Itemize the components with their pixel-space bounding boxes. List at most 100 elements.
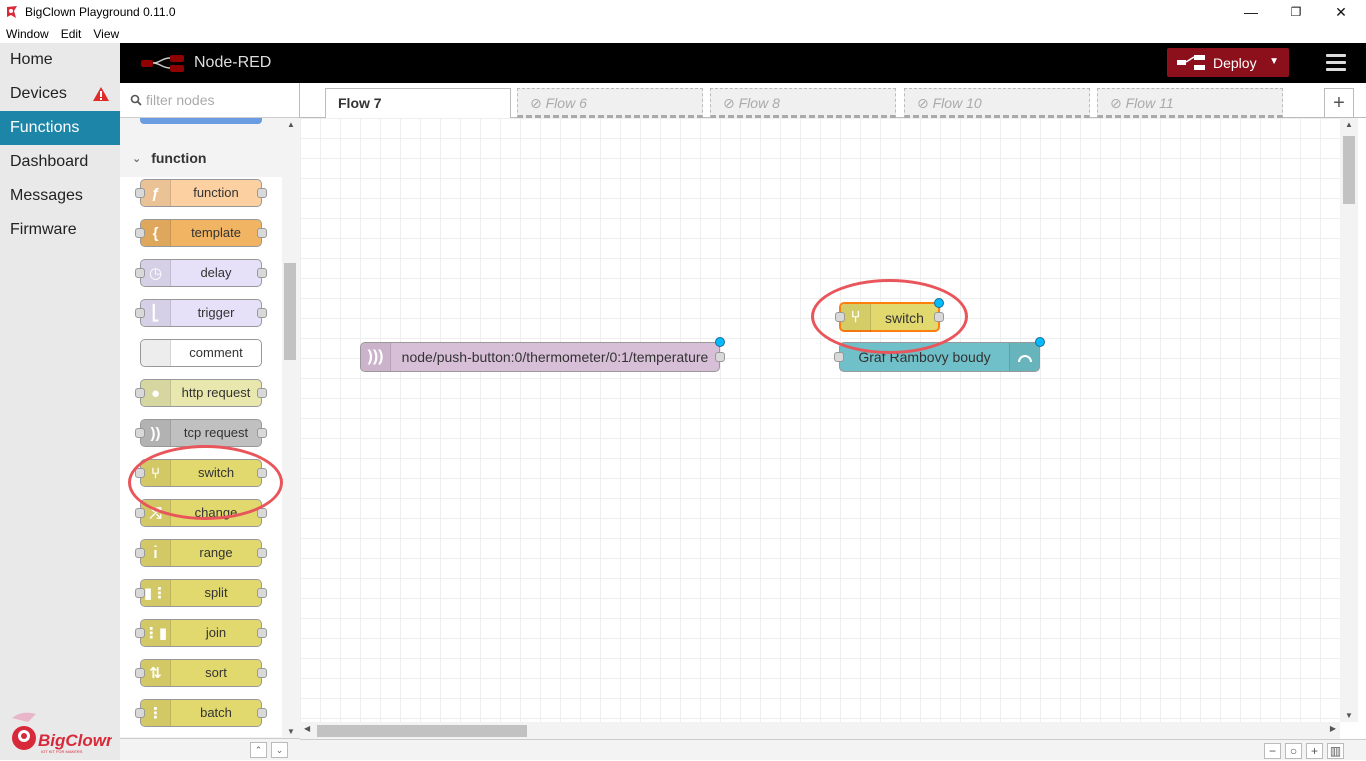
add-flow-button[interactable]: +	[1324, 88, 1354, 118]
workspace-node-mqtt-in[interactable]: ))) node/push-button:0/thermometer/0:1/t…	[360, 337, 725, 372]
app-sidebar: Home Devices Functions Dashboard Message…	[0, 43, 120, 760]
nav-item-functions[interactable]: Functions	[0, 111, 120, 145]
menu-icon[interactable]	[1326, 54, 1346, 72]
nav-item-messages[interactable]: Messages	[0, 179, 120, 213]
zoom-reset-button[interactable]: ○	[1285, 743, 1302, 759]
nav-item-devices[interactable]: Devices	[0, 77, 120, 111]
palette-node-trigger[interactable]: ⎣trigger	[135, 299, 267, 327]
minimize-button[interactable]: —	[1228, 0, 1274, 24]
workspace-vertical-thumb[interactable]	[1343, 136, 1355, 204]
workspace-node-switch[interactable]: ⑂ switch	[835, 298, 944, 332]
palette-scrollbar[interactable]: ▲ ▼	[282, 118, 300, 738]
maximize-icon: ❐	[1290, 5, 1302, 19]
zoom-in-button[interactable]: +	[1306, 743, 1323, 759]
menu-view[interactable]: View	[93, 26, 120, 41]
palette-node-icon: ⑂	[141, 460, 171, 486]
filter-nodes-input[interactable]: filter nodes	[120, 83, 299, 118]
tab-flow-8[interactable]: ⊘ Flow 8	[710, 88, 896, 118]
palette-node-tcp-request[interactable]: ))tcp request	[135, 419, 267, 447]
minus-icon: −	[1268, 744, 1276, 758]
workspace-node-gauge[interactable]: Graf Rambovy boudy	[834, 337, 1045, 372]
menu-edit[interactable]: Edit	[60, 26, 82, 41]
palette-node-split[interactable]: ▮⋮split	[135, 579, 267, 607]
workspace-horizontal-thumb[interactable]	[317, 725, 527, 737]
maximize-button[interactable]: ❐	[1273, 0, 1319, 24]
input-port[interactable]	[834, 352, 844, 362]
tab-flow-7[interactable]: Flow 7	[325, 88, 511, 119]
palette-category-header[interactable]: ⌄ function	[120, 143, 282, 173]
palette-node-change[interactable]: ⤮change	[135, 499, 267, 527]
output-port[interactable]	[715, 352, 725, 362]
changed-indicator	[1035, 337, 1045, 347]
palette-node-comment[interactable]: comment	[140, 339, 262, 367]
tab-flow-6[interactable]: ⊘ Flow 6	[517, 88, 703, 118]
expand-all-button[interactable]: ⌄	[271, 742, 288, 758]
palette-node-template[interactable]: {template	[135, 219, 267, 247]
scroll-up-icon[interactable]: ▲	[287, 120, 295, 129]
workspace-vertical-scrollbar[interactable]: ▲ ▼	[1340, 118, 1358, 722]
nav-item-dashboard[interactable]: Dashboard	[0, 145, 120, 179]
chevron-down-icon[interactable]: ▼	[1269, 56, 1279, 67]
tab-flow-11[interactable]: ⊘ Flow 11	[1097, 88, 1283, 118]
input-port	[135, 508, 145, 518]
output-port	[257, 468, 267, 478]
deploy-button[interactable]: Deploy ▼	[1167, 48, 1289, 77]
nodered-brand: Node-RED	[140, 43, 271, 83]
tab-label: Flow 7	[338, 95, 382, 111]
nav-item-label: Firmware	[10, 221, 77, 238]
scroll-down-icon[interactable]: ▼	[287, 727, 295, 736]
tab-label: Flow 8	[738, 95, 780, 111]
palette-node-http-request[interactable]: ●http request	[135, 379, 267, 407]
output-port	[257, 628, 267, 638]
nav-item-firmware[interactable]: Firmware	[0, 213, 120, 247]
scroll-up-icon[interactable]: ▲	[1345, 120, 1353, 129]
disabled-icon: ⊘	[917, 95, 933, 111]
search-icon	[130, 94, 142, 106]
palette-node-label: trigger	[197, 305, 235, 320]
nodered-logo-icon	[141, 55, 184, 72]
scroll-left-icon[interactable]: ◀	[304, 724, 311, 733]
tab-label: Flow 6	[545, 95, 587, 111]
zoom-out-button[interactable]: −	[1264, 743, 1281, 759]
changed-indicator	[934, 298, 944, 308]
palette-node-switch[interactable]: ⑂switch	[135, 459, 267, 487]
output-port	[257, 548, 267, 558]
input-port	[135, 468, 145, 478]
flow-workspace[interactable]: ))) node/push-button:0/thermometer/0:1/t…	[300, 118, 1340, 722]
collapse-all-button[interactable]: ⌃	[250, 742, 267, 758]
nodered-title: Node-RED	[194, 54, 272, 71]
palette-node-join[interactable]: ⋮▮join	[135, 619, 267, 647]
deploy-icon	[1177, 55, 1205, 70]
window-title: BigClown Playground 0.11.0	[25, 5, 176, 19]
output-port	[257, 188, 267, 198]
input-port	[135, 588, 145, 598]
output-port[interactable]	[934, 312, 944, 322]
chevron-down-icon: ⌄	[132, 152, 142, 165]
gauge-icon	[1009, 343, 1039, 371]
input-port[interactable]	[835, 312, 845, 322]
palette-node-sort[interactable]: ⇅sort	[135, 659, 267, 687]
scroll-right-icon[interactable]: ▶	[1329, 724, 1336, 733]
navigator-button[interactable]: ▥	[1327, 743, 1344, 759]
nav-item-label: Home	[10, 51, 53, 68]
logo-text: BigClown	[38, 731, 112, 750]
tab-label: Flow 11	[1125, 95, 1174, 111]
menu-window[interactable]: Window	[6, 26, 49, 41]
plus-icon: +	[1310, 744, 1318, 758]
palette-node-icon: ▮⋮	[141, 580, 171, 606]
palette-node-delay[interactable]: ◷delay	[135, 259, 267, 287]
nav-item-label: Devices	[10, 85, 67, 102]
workspace-horizontal-scrollbar[interactable]: ◀ ▶	[300, 722, 1340, 739]
close-button[interactable]: ✕	[1318, 0, 1364, 24]
output-port	[257, 668, 267, 678]
palette-node-range[interactable]: ı̇range	[135, 539, 267, 567]
palette-node-batch[interactable]: ⋮batch	[135, 699, 267, 727]
palette-scroll-thumb[interactable]	[284, 263, 296, 360]
input-port	[135, 268, 145, 278]
scroll-down-icon[interactable]: ▼	[1345, 711, 1353, 720]
tab-flow-10[interactable]: ⊘ Flow 10	[904, 88, 1090, 118]
palette-node-icon: {	[141, 220, 171, 246]
nav-item-home[interactable]: Home	[0, 43, 120, 77]
